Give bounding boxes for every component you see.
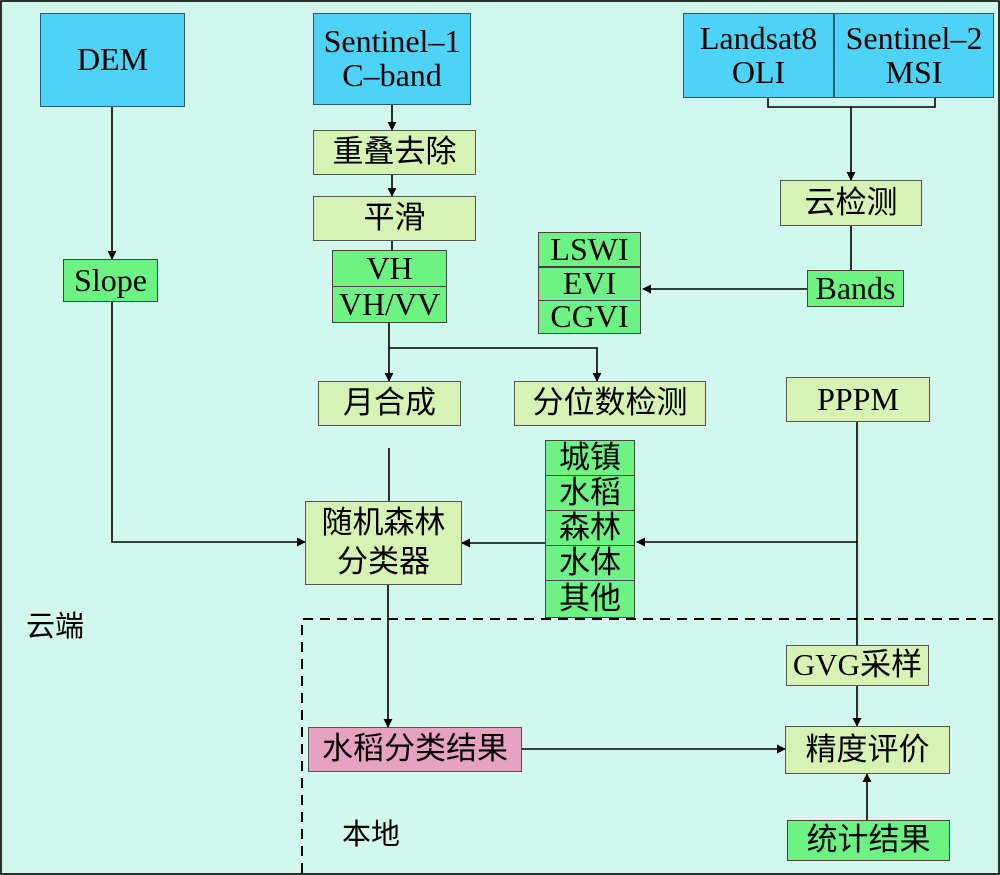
statistics-label: 统计结果 bbox=[806, 822, 931, 859]
arrow-slope-rf bbox=[111, 302, 306, 547]
pppm-label: PPPM bbox=[817, 380, 899, 417]
arrow-pppm-classes bbox=[636, 422, 858, 547]
lswi-box: LSWI bbox=[538, 232, 641, 267]
rf-classifier-line1: 随机森林 bbox=[321, 505, 446, 542]
class-other-label: 其他 bbox=[559, 580, 621, 617]
slope-box: Slope bbox=[63, 259, 158, 302]
rf-classifier-box: 随机森林 分类器 bbox=[305, 501, 462, 585]
evi-label: EVI bbox=[562, 265, 617, 302]
rice-result-box: 水稻分类结果 bbox=[308, 727, 522, 772]
slope-label: Slope bbox=[74, 261, 147, 298]
rice-result-label: 水稻分类结果 bbox=[322, 731, 508, 768]
vh-vv-label: VH/VV bbox=[338, 285, 441, 322]
local-region-label: 本地 bbox=[342, 817, 401, 851]
pppm-box: PPPM bbox=[786, 377, 930, 422]
bracket-landsat-sentinel2 bbox=[767, 98, 936, 108]
gvg-sampling-label: GVG采样 bbox=[792, 647, 923, 683]
class-rice-label: 水稻 bbox=[559, 474, 621, 511]
landsat8-box: Landsat8 OLI bbox=[683, 13, 834, 98]
dem-box: DEM bbox=[40, 13, 185, 107]
quantile-detection-box: 分位数检测 bbox=[514, 381, 706, 426]
sentinel1-line2: C–band bbox=[342, 57, 442, 93]
vh-vv-box: VH/VV bbox=[332, 286, 447, 323]
bands-box: Bands bbox=[807, 270, 904, 307]
class-forest-label: 森林 bbox=[559, 509, 621, 546]
accuracy-eval-label: 精度评价 bbox=[805, 731, 930, 768]
cloud-detection-box: 云检测 bbox=[780, 180, 922, 226]
sentinel2-box: Sentinel–2 MSI bbox=[834, 13, 994, 98]
class-water-box: 水体 bbox=[545, 545, 635, 581]
gvg-sampling-box: GVG采样 bbox=[786, 645, 929, 686]
class-urban-box: 城镇 bbox=[545, 440, 635, 476]
class-water-label: 水体 bbox=[559, 544, 621, 581]
dem-label: DEM bbox=[76, 41, 149, 78]
bands-label: Bands bbox=[815, 269, 896, 306]
landsat8-line2: OLI bbox=[731, 53, 786, 90]
smoothing-box: 平滑 bbox=[313, 196, 476, 241]
class-urban-label: 城镇 bbox=[559, 439, 621, 476]
class-forest-box: 森林 bbox=[545, 510, 635, 546]
cgvi-label: CGVI bbox=[550, 298, 629, 335]
cgvi-box: CGVI bbox=[538, 300, 641, 334]
overlap-removal-box: 重叠去除 bbox=[313, 130, 476, 175]
sentinel2-line2: MSI bbox=[885, 53, 943, 90]
sentinel2-line1: Sentinel–2 bbox=[845, 19, 983, 56]
sentinel1-line1: Sentinel–1 bbox=[323, 23, 461, 60]
quantile-detection-label: 分位数检测 bbox=[532, 385, 688, 422]
lswi-label: LSWI bbox=[550, 230, 629, 267]
class-other-box: 其他 bbox=[545, 580, 635, 618]
accuracy-eval-box: 精度评价 bbox=[785, 726, 950, 774]
cloud-detection-label: 云检测 bbox=[804, 184, 898, 221]
vh-label: VH bbox=[366, 249, 413, 286]
cloud-region-label: 云端 bbox=[26, 609, 85, 643]
arrow-vh-quantile bbox=[389, 347, 602, 382]
local-region-border bbox=[301, 618, 998, 873]
landsat8-line1: Landsat8 bbox=[699, 19, 818, 56]
vh-box: VH bbox=[332, 250, 447, 287]
monthly-composite-label: 月合成 bbox=[343, 385, 436, 422]
sentinel1-box: Sentinel–1 C–band bbox=[313, 13, 471, 105]
statistics-box: 统计结果 bbox=[787, 820, 950, 861]
evi-box: EVI bbox=[538, 267, 641, 301]
monthly-composite-box: 月合成 bbox=[318, 381, 461, 426]
class-rice-box: 水稻 bbox=[545, 475, 635, 511]
overlap-removal-label: 重叠去除 bbox=[332, 134, 457, 171]
rf-classifier-line2: 分类器 bbox=[337, 544, 430, 580]
smoothing-label: 平滑 bbox=[363, 200, 426, 237]
